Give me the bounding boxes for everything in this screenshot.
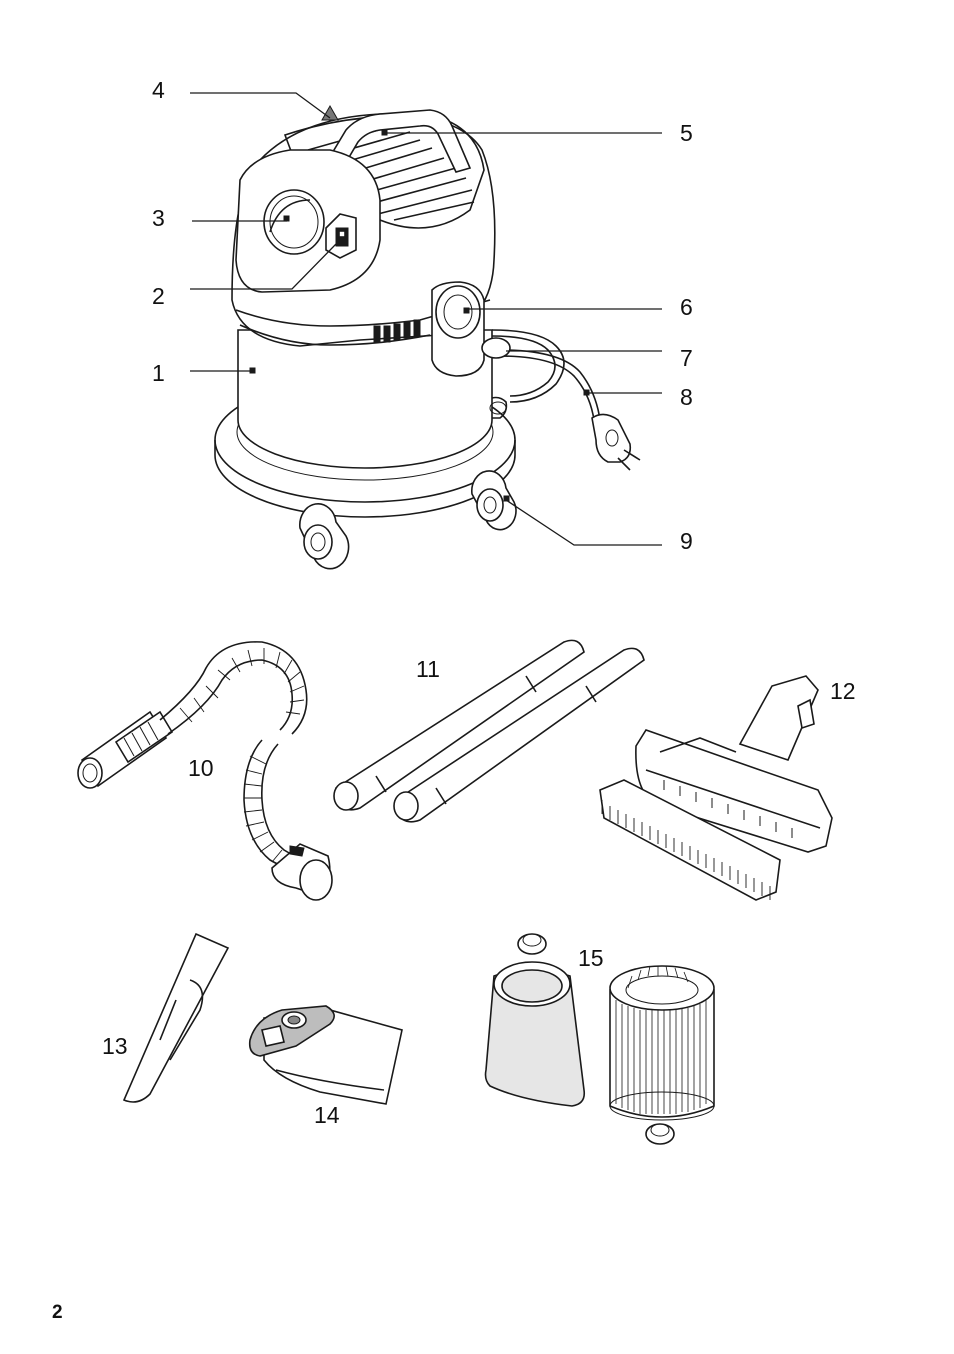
callout-9: 9 — [680, 530, 693, 553]
callout-14: 14 — [314, 1104, 340, 1127]
callout-12: 12 — [830, 680, 856, 703]
callout-6: 6 — [680, 296, 693, 319]
caster-wheel-front — [300, 504, 349, 569]
page-number: 2 — [52, 1302, 63, 1324]
callout-10: 10 — [188, 757, 214, 780]
filter-bag — [250, 1006, 402, 1104]
crevice-nozzle — [124, 934, 228, 1102]
callout-13: 13 — [102, 1035, 128, 1058]
callout-8: 8 — [680, 386, 693, 409]
extension-tubes — [334, 640, 644, 821]
callout-11: 11 — [416, 658, 440, 681]
callout-5: 5 — [680, 122, 693, 145]
power-cord — [482, 330, 600, 420]
callout-3: 3 — [152, 207, 165, 230]
mains-plug — [592, 414, 640, 470]
callout-4: 4 — [152, 79, 165, 102]
callout-7: 7 — [680, 347, 693, 370]
callout-15: 15 — [578, 947, 604, 970]
floor-nozzle — [600, 676, 832, 900]
container-clip — [432, 282, 484, 376]
callout-2: 2 — [152, 285, 165, 308]
vacuum-cleaner — [215, 106, 640, 569]
callout-1: 1 — [152, 362, 165, 385]
suction-inlet — [264, 190, 324, 254]
